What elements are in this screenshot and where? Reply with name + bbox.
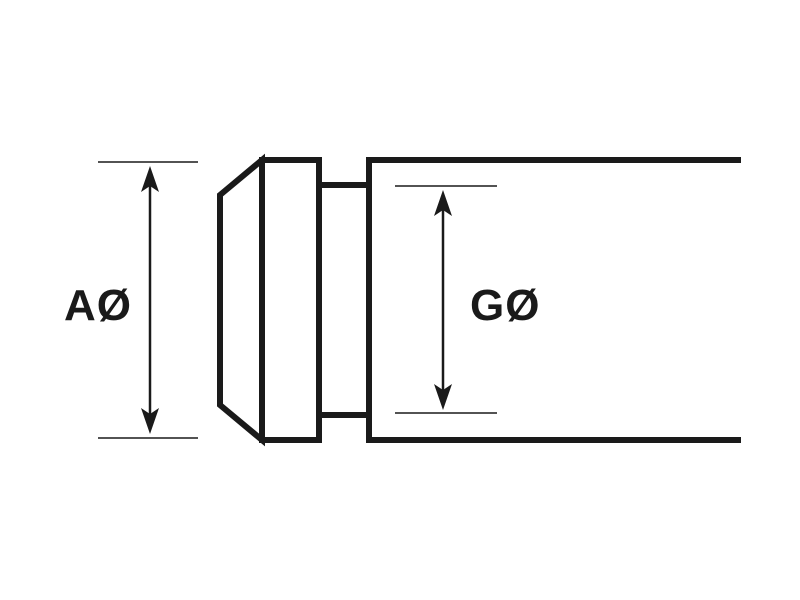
tube-body-outline [366,157,741,443]
a-arrowhead-up [141,166,159,192]
head-collar-outline [259,157,322,443]
g-diameter-label: GØ [470,281,541,330]
g-arrowhead-down [434,384,452,410]
a-diameter-label: AØ [64,281,132,330]
chamfered-head-outline [217,153,265,447]
neck-groove-outline [316,182,372,418]
a-arrowhead-down [141,408,159,434]
g-arrowhead-up [434,190,452,216]
